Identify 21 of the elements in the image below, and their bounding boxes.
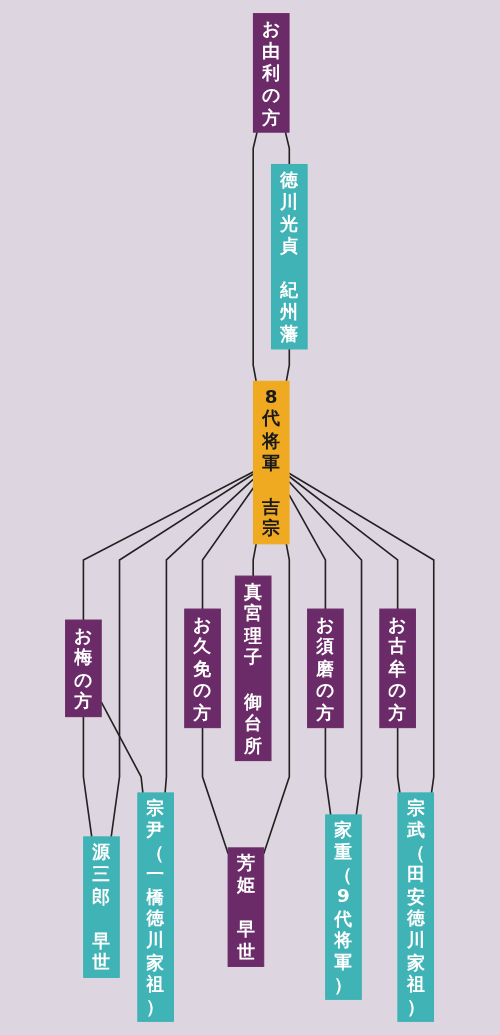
node-box bbox=[137, 792, 175, 1022]
node-box bbox=[83, 836, 121, 978]
node-box bbox=[271, 163, 308, 350]
node-box bbox=[235, 575, 272, 762]
connector bbox=[252, 543, 258, 577]
node-box bbox=[307, 608, 345, 729]
node-box bbox=[227, 847, 265, 967]
connector bbox=[82, 715, 93, 838]
node-box bbox=[397, 792, 435, 1022]
node-box bbox=[379, 608, 417, 729]
connector bbox=[397, 726, 401, 794]
node-box bbox=[65, 619, 103, 718]
connector bbox=[252, 131, 259, 383]
node-box bbox=[325, 814, 363, 1000]
node-box bbox=[184, 608, 222, 729]
connector bbox=[285, 348, 291, 383]
connector bbox=[324, 726, 332, 816]
node-box bbox=[253, 380, 290, 545]
family-tree-drawing: お由利の方 徳川光貞 紀州藩 8代将軍 吉宗 お梅の方 源三郎 早世 宗尹（一橋徳川家祖） お久免の方 芳姫 早世 お須磨の方 お古牟の方 真宮理子 御台所 家重（9代将軍） 宗武（田安徳川家祖） bbox=[57, 5, 443, 1030]
connector bbox=[284, 131, 291, 166]
node-box bbox=[253, 13, 290, 133]
